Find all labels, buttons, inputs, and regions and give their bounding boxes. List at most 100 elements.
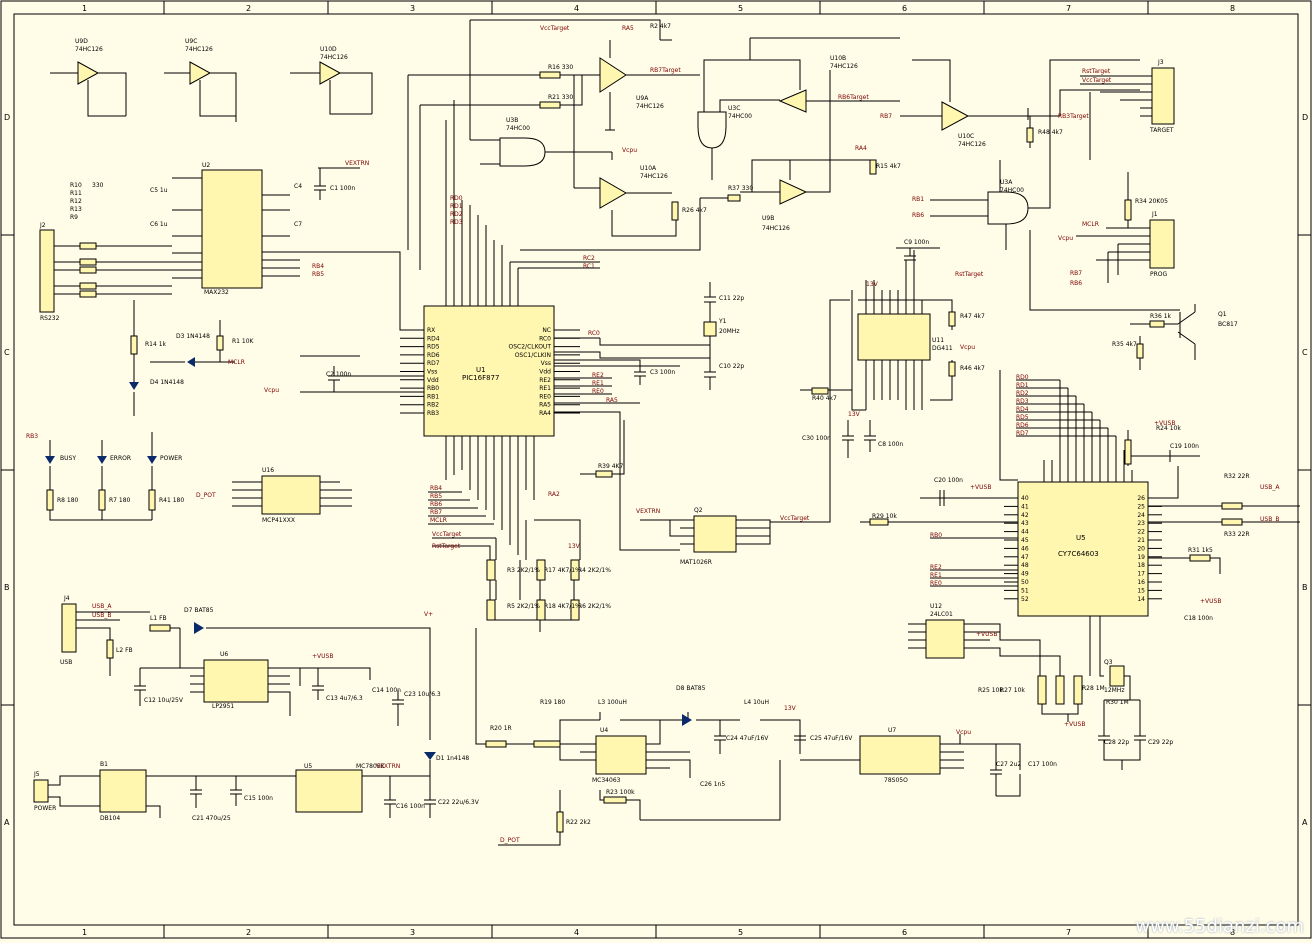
- r20-body: [485, 740, 507, 748]
- u3a-nand: [987, 191, 1029, 225]
- net-dpot-bot: D_POT: [500, 837, 520, 844]
- r37-body: [727, 194, 741, 202]
- u1-right-pin-name: OSC2/CLKOUT: [509, 344, 552, 351]
- frame-col-label: 3: [410, 928, 415, 937]
- frame-col-label: 5: [738, 4, 743, 13]
- net-vcctarget-j3: VccTarget: [1082, 77, 1112, 84]
- d6-name: POWER: [160, 455, 182, 462]
- r3-label: R3 2K2/1%: [507, 567, 540, 574]
- r29-body: [869, 518, 889, 526]
- u4-part: MC34063: [592, 777, 621, 784]
- c10-label: C10 22p: [719, 363, 744, 370]
- c15-label: C15 100n: [244, 795, 273, 802]
- u11-ref: U11: [932, 337, 944, 344]
- q2-wiring: [640, 299, 850, 545]
- c11-label: C11 22p: [719, 295, 744, 302]
- u1-left-pin-name: RB1: [427, 393, 439, 400]
- r24-label: R24 10k: [1156, 425, 1181, 432]
- u1-ref: U1: [476, 366, 486, 374]
- u1-left-pin-name: RB0: [427, 385, 439, 392]
- r39-wiring: [580, 420, 625, 475]
- u6-ref: U6: [220, 651, 228, 658]
- r25-label: R25 10k: [978, 687, 1003, 694]
- u5r-part: MC7805K: [356, 763, 386, 770]
- u5-right-pin-number: 25: [1137, 503, 1145, 510]
- inner-frame: [13, 13, 1299, 926]
- j4-usb: [61, 603, 77, 653]
- u1-left-pin-name: RX: [427, 327, 435, 334]
- net-dpot-u16: D_POT: [196, 492, 216, 499]
- d5-led: [97, 456, 107, 464]
- u11-wiring: [851, 247, 953, 411]
- u5-right-pin-number: 23: [1137, 520, 1145, 527]
- u1-right-pin-name: RE1: [539, 385, 551, 392]
- net-re1-u5: RE1: [930, 572, 942, 579]
- u5-left-pin-number: 49: [1021, 571, 1029, 578]
- net-rb3-led: RB3: [26, 433, 38, 440]
- net-usbb-u5: USB_B: [1260, 516, 1279, 523]
- u1-left-pin-name: RB2: [427, 402, 439, 409]
- frame-row-label: B: [4, 583, 10, 592]
- u1-left-pin-name: RB3: [427, 410, 439, 417]
- frame-row-label: C: [4, 348, 10, 357]
- r13-body: [79, 282, 97, 290]
- u1-part: PIC16F877: [462, 374, 499, 382]
- u16-wiring: [232, 481, 352, 507]
- r23-label: R23 100k: [606, 789, 635, 796]
- u7-part: 78S05O: [884, 777, 908, 784]
- u9b-ref: U9B: [762, 215, 774, 222]
- u10b-part: 74HC126: [830, 63, 858, 70]
- r33-body: [1221, 518, 1243, 526]
- frame-col-label: 2: [246, 4, 251, 13]
- l1-body: [149, 624, 171, 632]
- net-usba-j4: USB_A: [92, 603, 112, 610]
- u1-top-bus: [445, 100, 519, 306]
- r21-body: [539, 101, 561, 109]
- u1-body: [423, 305, 555, 437]
- d2-led: [45, 456, 55, 464]
- q3-value: 12MHz: [1104, 687, 1124, 694]
- net-re0: RE0: [592, 388, 604, 395]
- net-vextrn-q2: VEXTRN: [636, 508, 660, 515]
- net-rb5-u2: RB5: [312, 271, 324, 278]
- u1-right-pin-name: RC0: [539, 335, 551, 342]
- r24-body: [1124, 439, 1132, 465]
- u5-top-wiring: [999, 370, 1133, 482]
- c16-label: C16 100n: [396, 803, 425, 810]
- u10b-buffer: [778, 89, 807, 113]
- r48-body: [1026, 127, 1034, 143]
- q1-part: BC817: [1218, 321, 1238, 328]
- led-group: BUSY ERROR POWER R8 180 R7 180 R41 180 R…: [26, 432, 184, 521]
- net-rsttarget-div: RstTarget: [432, 543, 461, 550]
- u1-left-pin-name: RD4: [427, 335, 440, 342]
- r1-body: [216, 335, 224, 351]
- net-mclr: MCLR: [430, 517, 447, 524]
- u5-left-pin-number: 42: [1021, 512, 1029, 519]
- u3a-part: 74HC00: [1000, 187, 1024, 194]
- j5-name: POWER: [34, 805, 56, 812]
- net-vplus: V+: [424, 611, 433, 618]
- u12-ref: U12: [930, 603, 942, 610]
- u5-right-pin-number: 17: [1137, 571, 1145, 578]
- c25-label: C25 47uF/16V: [810, 735, 853, 742]
- q3-ref: Q3: [1104, 659, 1113, 666]
- u1-left-pin-name: RD7: [427, 360, 440, 367]
- c30-label: C30 100n: [802, 435, 831, 442]
- u1-right-pin-name: RE0: [539, 393, 551, 400]
- u1-bottom-bus: [445, 436, 535, 555]
- y1-value: 20MHz: [719, 328, 739, 335]
- r18-label: R18 4K7/1%: [544, 603, 581, 610]
- u9a-part: 74HC126: [636, 103, 664, 110]
- net-mclr-left: MCLR: [228, 359, 245, 366]
- d1-label: D1 1n4148: [436, 755, 469, 762]
- net-vpp-u7: Vcpu: [956, 729, 971, 736]
- buffer-row-topleft: U9D 74HC126 U9C 74HC126 U10D 74HC126: [50, 38, 373, 122]
- j2-wiring: [54, 245, 172, 295]
- r39-body: [595, 470, 613, 478]
- net-rd5-u5: RD5: [1016, 414, 1029, 421]
- c13-label: C13 4u7/6.3: [326, 695, 363, 702]
- u9c-part: 74HC126: [185, 46, 213, 53]
